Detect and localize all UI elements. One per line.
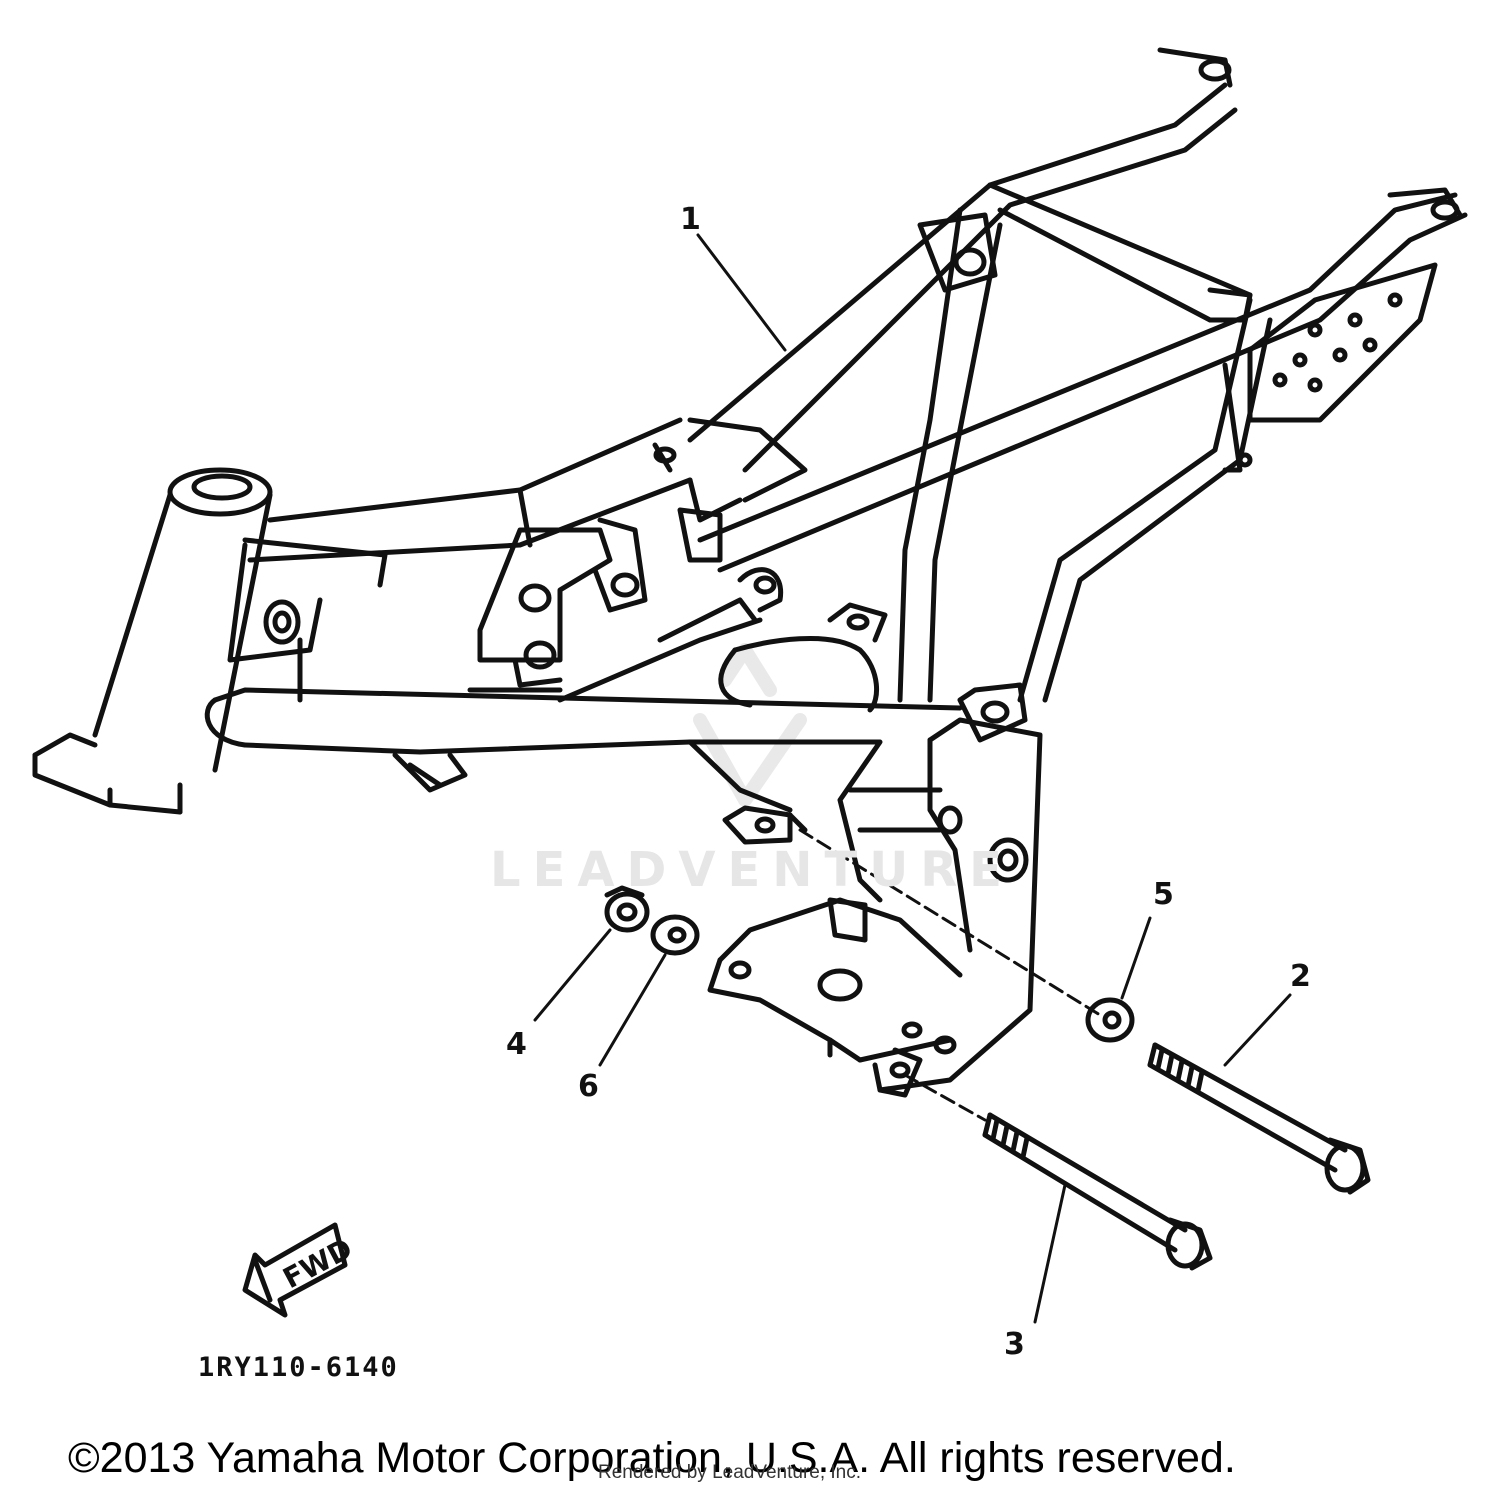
washer-part-6: [650, 914, 700, 956]
seat-rails: [677, 47, 1468, 573]
assembly-lines: [798, 828, 1102, 1122]
watermark-logo: [693, 643, 807, 807]
callout-5: 5: [1153, 877, 1174, 912]
pivot-area: [557, 567, 1028, 743]
callout-2: 2: [1290, 959, 1311, 994]
copyright-notice: ©2013 Yamaha Motor Corporation, U.S.A. A…: [68, 1434, 1236, 1482]
clip: [722, 805, 808, 845]
head-gusset: [227, 542, 323, 663]
engine-mount-plates: [477, 517, 648, 688]
callout-4: 4: [506, 1027, 527, 1062]
callout-6: 6: [578, 1069, 599, 1104]
rear-crossmember: [987, 182, 1253, 323]
fwd-arrow-icon: [242, 1222, 348, 1318]
rendered-by-credit: Rendered by LeadVenture, Inc.: [598, 1462, 862, 1483]
shock-plate: [1222, 262, 1438, 473]
leader-lines: [533, 233, 1292, 1324]
backbone-tube: [242, 417, 693, 588]
bolt-part-3: [982, 1112, 1213, 1271]
rear-down-stays: [897, 207, 1273, 703]
part-code: 1RY110-6140: [198, 1352, 399, 1383]
center-bracket: [517, 417, 808, 548]
callout-3: 3: [1004, 1327, 1025, 1362]
callout-1: 1: [680, 202, 701, 237]
rear-engine-bracket: [687, 717, 1043, 1098]
nut-part-4: [604, 885, 650, 933]
bolt-part-2: [1147, 1042, 1371, 1195]
frame-part-1: [32, 47, 1468, 1098]
watermark-text: LEADVENTURE: [490, 842, 1014, 898]
lower-tab: [392, 752, 468, 793]
lower-tube: [204, 637, 963, 755]
fwd-arrow-label: FWD: [278, 1232, 358, 1296]
washer-part-5: [1085, 997, 1135, 1043]
